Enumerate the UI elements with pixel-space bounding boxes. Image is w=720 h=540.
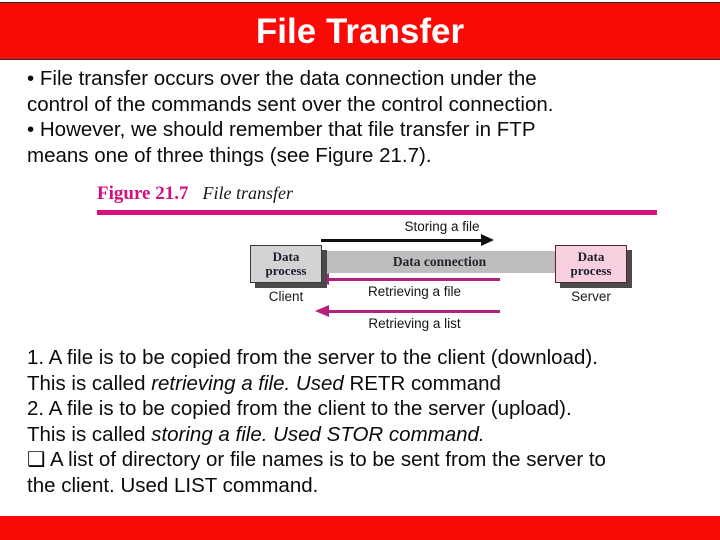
note-item-1-line-2: This is called retrieving a file. Used R…: [27, 371, 717, 397]
figure-caption: Figure 21.7 File transfer: [97, 183, 293, 205]
slide-footer-bar: [0, 516, 720, 540]
file-transfer-diagram: Data connection Data process Client Data…: [97, 219, 657, 335]
note-2-prefix: This is called: [27, 422, 152, 446]
server-box-line-1: Data: [577, 249, 605, 264]
client-data-process-box: Data process: [250, 245, 322, 283]
note-item-2-line-2: This is called storing a file. Used STOR…: [27, 422, 717, 448]
retrieving-a-list-label: Retrieving a list: [368, 316, 461, 331]
notes-text-block: 1. A file is to be copied from the serve…: [27, 345, 717, 498]
slide-title-banner: File Transfer: [0, 2, 720, 60]
note-2-italic: storing a file. Used STOR command.: [151, 422, 485, 446]
figure-divider-rule: [97, 210, 657, 215]
note-item-1-line-1: 1. A file is to be copied from the serve…: [27, 346, 598, 369]
note-item-3-line-1: ❑ A list of directory or file names is t…: [27, 448, 606, 471]
figure-title-label: File transfer: [202, 183, 293, 203]
retrieving-a-list-arrow-line: [328, 310, 500, 313]
client-box-line-1: Data: [272, 249, 300, 264]
retrieving-a-file-label: Retrieving a file: [367, 284, 462, 299]
note-1-italic: retrieving a file. Used: [151, 371, 344, 395]
server-caption: Server: [571, 289, 611, 304]
intro-line-3: • However, we should remember that file …: [27, 118, 536, 141]
data-connection-label: Data connection: [392, 254, 487, 269]
client-box-line-2: process: [265, 263, 307, 278]
figure-number-label: Figure 21.7: [97, 183, 189, 204]
note-1-suffix: RETR command: [343, 371, 501, 395]
storing-a-file-arrow-head-icon: [481, 234, 494, 246]
note-item-2-line-1: 2. A file is to be copied from the clien…: [27, 397, 572, 420]
page-title: File Transfer: [255, 11, 465, 51]
retrieving-a-file-arrow-line: [328, 278, 500, 281]
server-box-line-2: process: [570, 263, 612, 278]
intro-text-block: • File transfer occurs over the data con…: [27, 66, 697, 168]
intro-line-2: control of the commands sent over the co…: [27, 92, 554, 116]
intro-line-4: means one of three things (see Figure 21…: [27, 143, 432, 167]
figure-21-7: Figure 21.7 File transfer Data connection…: [97, 183, 657, 335]
note-1-prefix: This is called: [27, 371, 152, 395]
intro-line-1: • File transfer occurs over the data con…: [27, 67, 537, 90]
retrieving-a-list-arrow-head-icon: [315, 305, 329, 317]
storing-a-file-arrow-line: [321, 239, 484, 242]
client-caption: Client: [268, 289, 304, 304]
server-data-process-box: Data process: [555, 245, 627, 283]
note-item-3-line-2: the client. Used LIST command.: [27, 473, 319, 497]
storing-a-file-label: Storing a file: [404, 219, 480, 234]
data-connection-band: Data connection: [319, 251, 560, 273]
